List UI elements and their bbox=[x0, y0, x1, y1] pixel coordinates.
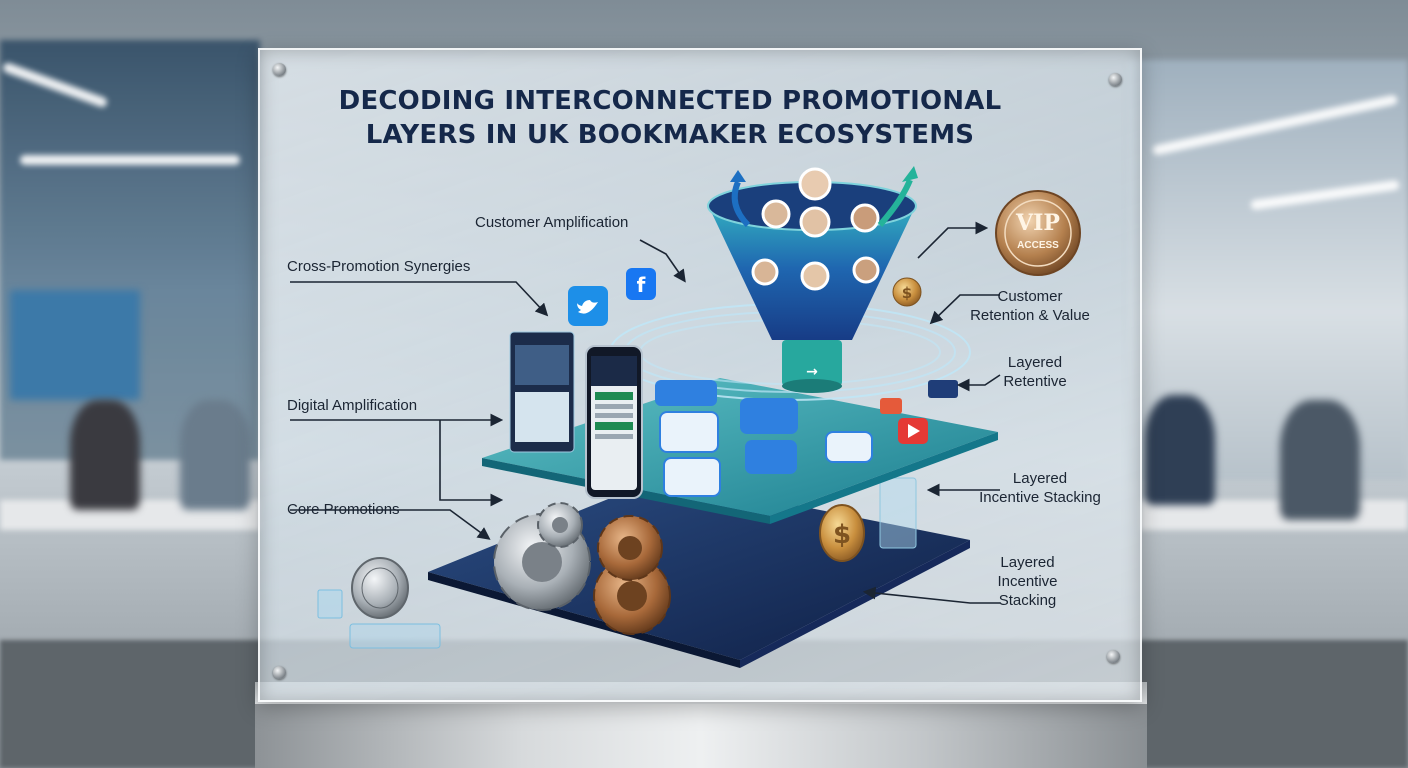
arrow-icon bbox=[730, 170, 746, 182]
arrow-icon bbox=[877, 178, 913, 227]
person-right-2 bbox=[1280, 400, 1360, 520]
vip-badge-line-1: VIP bbox=[1015, 210, 1060, 236]
person-right-1 bbox=[1145, 395, 1215, 505]
tablet-screen bbox=[509, 331, 575, 453]
desk-right bbox=[1140, 500, 1408, 530]
label-layered-incentive-stacking-lower: Layered Incentive Stacking bbox=[985, 553, 1070, 610]
vip-access-badge: VIP ACCESS bbox=[995, 190, 1081, 276]
phone-icon bbox=[585, 345, 643, 499]
label-customer-retention-line-2: Retention & Value bbox=[970, 307, 1090, 324]
svg-text:$: $ bbox=[833, 520, 851, 550]
annotation-arrows bbox=[290, 221, 1001, 604]
coin-icon bbox=[317, 557, 441, 649]
title-line-2: LAYERS IN UK BOOKMAKER ECOSYSTEMS bbox=[365, 120, 975, 150]
label-layered-incentive-stacking-upper: Layered Incentive Stacking bbox=[965, 469, 1115, 507]
label-customer-retention: Customer Retention & Value bbox=[965, 287, 1095, 325]
label-stacking-lower-line-1: Layered bbox=[1000, 554, 1055, 571]
hologram-tag bbox=[880, 398, 902, 414]
title-line-1: DECODING INTERCONNECTED PROMOTIONAL bbox=[338, 86, 1002, 116]
svg-text:→: → bbox=[806, 364, 818, 380]
hologram-tag bbox=[928, 380, 958, 398]
panel-bolt bbox=[273, 63, 286, 76]
avatar bbox=[751, 167, 880, 291]
label-stacking-lower-line-3: Stacking bbox=[998, 592, 1057, 609]
person-left-2 bbox=[180, 400, 250, 510]
label-stacking-upper-line-2: Incentive Stacking bbox=[979, 489, 1101, 506]
facebook-icon: f bbox=[626, 268, 656, 300]
twitter-icon bbox=[568, 286, 608, 326]
label-digital-amplification: Digital Amplification bbox=[287, 397, 418, 414]
chat-bubble-icon bbox=[655, 380, 721, 497]
label-layered-retentive-line-1: Layered bbox=[1007, 354, 1063, 371]
panel-bolt bbox=[273, 666, 286, 679]
panel-bolt bbox=[1107, 650, 1120, 663]
label-core-promotions: Core Promotions bbox=[287, 501, 400, 518]
svg-text:f: f bbox=[637, 273, 646, 297]
label-customer-retention-line-1: Customer bbox=[997, 288, 1063, 305]
arrow-icon bbox=[902, 166, 918, 182]
gear-icon bbox=[537, 502, 583, 548]
person-left-1 bbox=[70, 400, 140, 510]
label-stacking-lower-line-2: Incentive bbox=[997, 573, 1058, 590]
arrow-icon bbox=[731, 180, 751, 228]
panel-bolt bbox=[1109, 73, 1122, 86]
label-layered-retentive-line-2: Retentive bbox=[1003, 373, 1067, 390]
diagram-title: DECODING INTERCONNECTED PROMOTIONAL LAYE… bbox=[300, 84, 1040, 152]
coin-icon: $ bbox=[819, 504, 865, 562]
svg-text:$: $ bbox=[902, 284, 912, 302]
youtube-icon bbox=[898, 418, 928, 444]
gear-icon bbox=[597, 515, 663, 581]
label-stacking-upper-line-1: Layered bbox=[1012, 470, 1068, 487]
hologram-card bbox=[879, 477, 917, 549]
vip-badge-line-2: ACCESS bbox=[1017, 240, 1059, 251]
ceiling-light bbox=[20, 155, 240, 165]
background-monitor bbox=[10, 290, 140, 400]
label-layered-retentive: Layered Retentive bbox=[995, 353, 1075, 391]
label-customer-amplification: Customer Amplification bbox=[475, 214, 629, 231]
coin-icon: $ bbox=[892, 277, 922, 307]
chat-bubble-icon bbox=[740, 398, 873, 474]
label-cross-promotion-synergies: Cross-Promotion Synergies bbox=[287, 258, 471, 275]
